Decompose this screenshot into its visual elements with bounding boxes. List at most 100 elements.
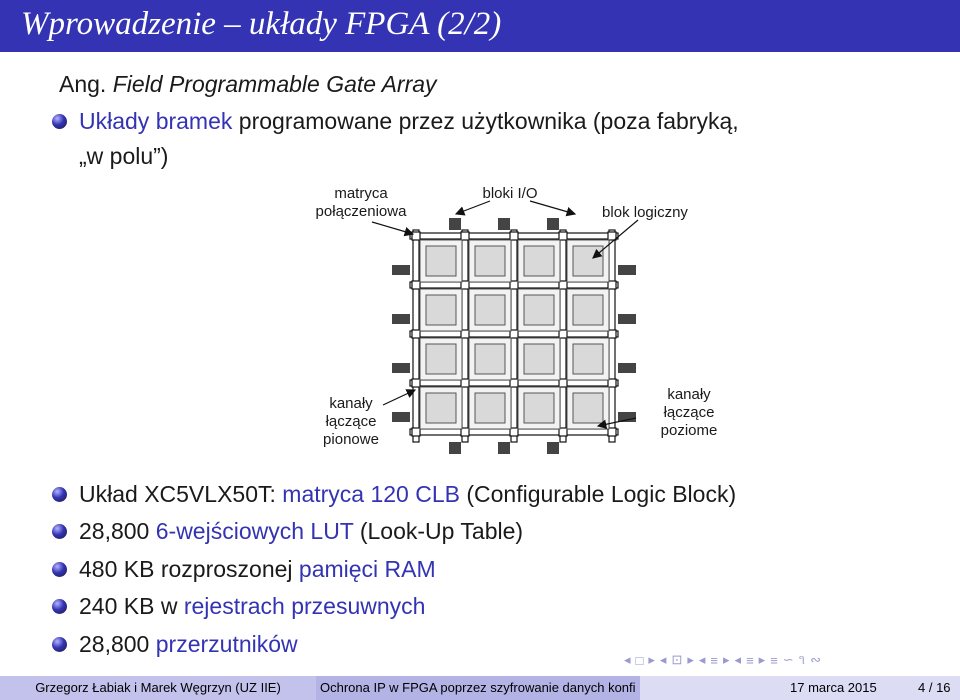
footer-date: 17 marca 2015 <box>790 680 877 695</box>
switch-box <box>460 280 470 290</box>
bullet-hl: 6-wejściowych LUT <box>155 518 354 544</box>
logic-block-core <box>474 245 506 277</box>
logic-block-core <box>425 245 457 277</box>
logic-block-core <box>572 343 604 375</box>
switch-box <box>558 427 568 437</box>
label-line: kanały <box>667 386 711 403</box>
nav-symbol-icon[interactable]: ∽ <box>782 652 794 667</box>
nav-symbol-icon[interactable]: ∾ <box>810 652 821 667</box>
bullet-icon <box>52 487 67 502</box>
title-bar: Wprowadzenie – układy FPGA (2/2) <box>0 0 960 52</box>
nav-symbol-icon[interactable]: □ <box>635 652 644 668</box>
fpga-grid <box>392 218 636 454</box>
nav-symbol-icon[interactable]: ▸ <box>758 652 766 667</box>
io-block <box>547 442 559 454</box>
switch-box <box>509 231 519 241</box>
label-arrows <box>371 200 639 429</box>
switch-box <box>460 329 470 339</box>
nav-symbol-icon[interactable]: ◂ <box>698 652 706 667</box>
label-arrow <box>592 219 639 259</box>
beamer-navigation: ◂ □ ▸ ◂ ⊡ ▸ ◂ ≡ ▸ ◂ ≡ ▸ ≡ ∽ ૧ ∾ <box>624 650 821 670</box>
bullet-hl: rejestrach przesuwnych <box>183 593 426 619</box>
nav-symbol-icon[interactable]: ▸ <box>723 652 730 667</box>
label-arrow <box>382 389 417 406</box>
nav-symbol-icon[interactable]: ≡ <box>746 652 754 668</box>
logic-block-core <box>572 392 604 424</box>
io-block <box>618 314 636 324</box>
nav-symbol-icon[interactable]: ≡ <box>710 652 719 668</box>
nav-symbol-icon[interactable]: ◂ <box>624 652 631 667</box>
nav-symbol-icon[interactable]: ૧ <box>798 652 806 667</box>
bullet-hl: pamięci RAM <box>298 556 436 582</box>
label-line: kanały <box>329 395 373 412</box>
nav-symbol-icon[interactable]: ◂ <box>659 652 667 667</box>
bullet-hl: przerzutników <box>155 631 298 657</box>
top-bullet-highlight: Układy bramek <box>79 108 233 134</box>
logic-block-core <box>425 343 457 375</box>
label-line: połączeniowa <box>315 203 407 220</box>
label-line: łączące <box>663 404 715 421</box>
bullet-item: 28,800 6-wejściowych LUT (Look-Up Table) <box>79 517 523 545</box>
bullet-item: 480 KB rozproszonej pamięci RAM <box>79 555 436 583</box>
logic-block-core <box>523 392 555 424</box>
switch-box <box>460 427 470 437</box>
switch-box <box>460 378 470 388</box>
bullet-post: (Configurable Logic Block) <box>459 481 737 507</box>
switch-box <box>411 427 421 437</box>
label-line: łączące <box>325 413 377 430</box>
switch-box <box>558 329 568 339</box>
bullet-icon <box>52 599 67 614</box>
logic-block-core <box>425 392 457 424</box>
top-bullet-rest: programowane przez użytkownika (poza fab… <box>238 108 739 134</box>
logic-block-core <box>474 343 506 375</box>
nav-symbol-icon[interactable]: ▸ <box>648 652 655 667</box>
nav-symbol-icon[interactable]: ▸ <box>687 652 694 667</box>
bullet-icon <box>52 524 67 539</box>
footer-page-number: 4 / 16 <box>918 680 951 695</box>
logic-block-core <box>474 294 506 326</box>
footer-authors: Grzegorz Łabiak i Marek Węgrzyn (UZ IIE) <box>0 676 316 700</box>
footer-talk-title: Ochrona IP w FPGA poprzez szyfrowanie da… <box>316 676 640 700</box>
slide-title: Wprowadzenie – układy FPGA (2/2) <box>21 6 502 42</box>
subtitle-italic: Field Programmable Gate Array <box>112 71 437 97</box>
io-block <box>498 218 510 230</box>
nav-symbol-icon[interactable]: ⊡ <box>671 652 683 667</box>
switch-box <box>509 378 519 388</box>
nav-symbol-icon[interactable]: ◂ <box>734 652 742 667</box>
bullet-pre: 28,800 <box>79 631 156 657</box>
bullet-pre: Układ XC5VLX50T: <box>79 481 283 507</box>
label-io-blocks: bloki I/O <box>482 185 538 202</box>
switch-box <box>509 329 519 339</box>
logic-block-core <box>474 392 506 424</box>
switch-box <box>509 280 519 290</box>
subtitle-prefix: Ang. <box>59 71 107 97</box>
label-arrow <box>454 200 491 216</box>
label-arrow <box>529 200 577 217</box>
logic-block-core <box>572 245 604 277</box>
footer: Grzegorz Łabiak i Marek Węgrzyn (UZ IIE)… <box>0 676 960 700</box>
bullet-pre: 480 KB rozproszonej <box>79 556 299 582</box>
label-line: pionowe <box>323 431 379 448</box>
subtitle: Ang. Field Programmable Gate Array <box>59 70 437 98</box>
label-line: matryca <box>334 185 388 202</box>
label-logic-block: blok logiczny <box>602 204 688 221</box>
io-block <box>392 265 410 275</box>
switch-box <box>411 231 421 241</box>
bullet-item: Układ XC5VLX50T: matryca 120 CLB (Config… <box>79 480 736 508</box>
bullet-pre: 240 KB w <box>79 593 184 619</box>
switch-box <box>558 231 568 241</box>
top-bullet-line1: Układy bramek programowane przez użytkow… <box>79 107 739 135</box>
label-vertical-channels: kanały łączące pionowe <box>296 395 406 449</box>
io-block <box>618 412 636 422</box>
switch-box <box>607 231 617 241</box>
top-bullet-line2: „w polu”) <box>79 143 169 169</box>
switch-box <box>558 280 568 290</box>
footer-right: 17 marca 2015 4 / 16 <box>640 676 960 700</box>
label-arrow <box>596 417 637 429</box>
logic-block-core <box>523 343 555 375</box>
nav-symbol-icon[interactable]: ≡ <box>770 652 778 668</box>
io-block <box>618 265 636 275</box>
io-block <box>618 363 636 373</box>
io-block <box>449 218 461 230</box>
switch-box <box>607 427 617 437</box>
